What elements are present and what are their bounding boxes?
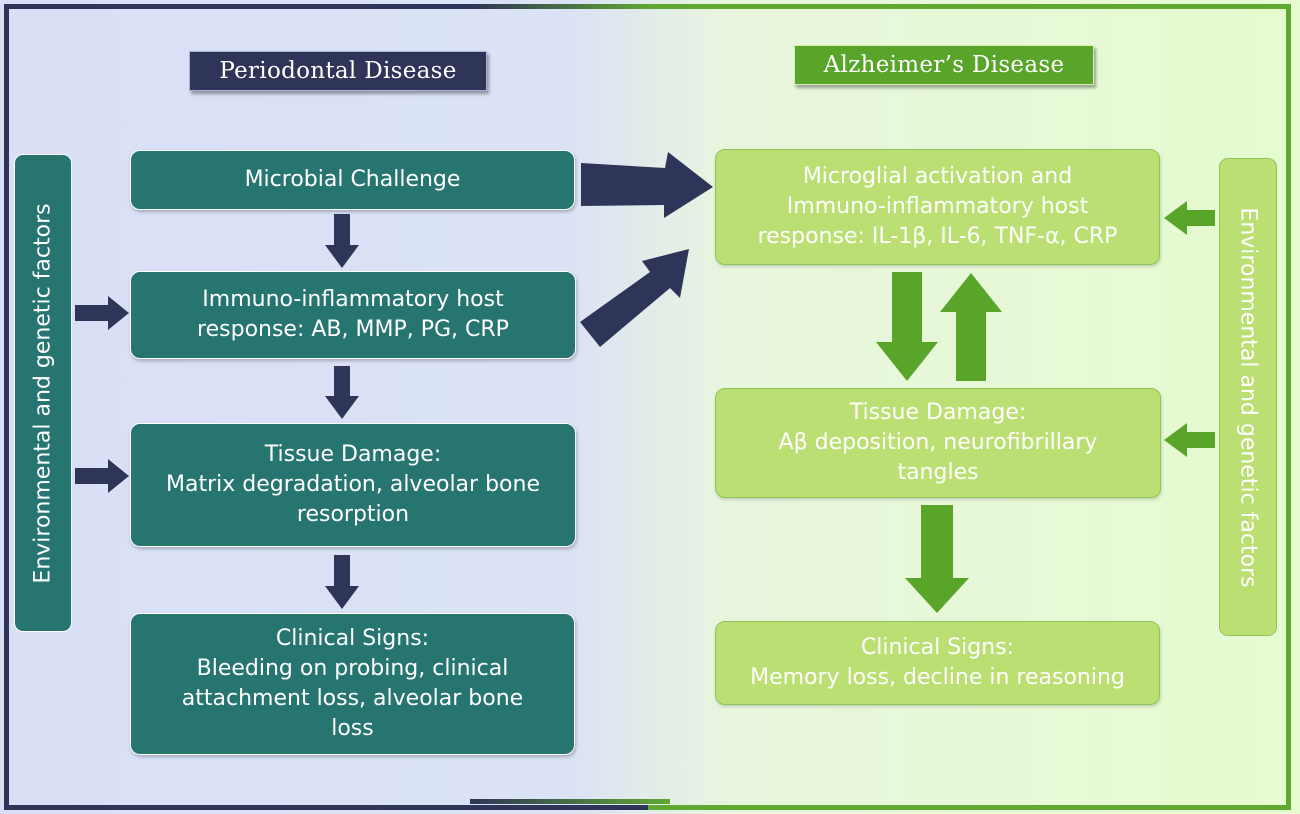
left-environmental-factors: Environmental and genetic factors [14,154,72,632]
pd-microbial-challenge: Microbial Challenge [130,150,575,210]
pd-immuno-response: Immuno-inflammatory host response: AB, M… [130,271,576,359]
periodontal-title: Periodontal Disease [189,51,487,91]
pd-tissue-text: Tissue Damage: Matrix degradation, alveo… [166,442,540,527]
ad-clinical-signs: Clinical Signs: Memory loss, decline in … [715,621,1160,705]
pd-tissue-damage: Tissue Damage: Matrix degradation, alveo… [130,423,576,547]
ad-tissue-damage: Tissue Damage: Aβ deposition, neurofibri… [715,388,1161,498]
right-environmental-label: Environmental and genetic factors [1235,206,1261,588]
frame-bottom-blend [470,799,670,804]
ad-clinical-text: Clinical Signs: Memory loss, decline in … [750,635,1125,690]
alzheimers-title: Alzheimer’s Disease [794,45,1094,85]
pd-clinical-text: Clinical Signs: Bleeding on probing, cli… [181,626,524,741]
pd-immuno-text: Immuno-inflammatory host response: AB, M… [197,287,509,342]
right-frame [648,4,1291,810]
right-environmental-factors: Environmental and genetic factors [1219,158,1277,636]
ad-tissue-text: Tissue Damage: Aβ deposition, neurofibri… [778,400,1098,485]
pd-microbial-text: Microbial Challenge [244,167,461,192]
ad-microglial-activation: Microglial activation and Immuno-inflamm… [715,149,1160,265]
ad-microglial-text: Microglial activation and Immuno-inflamm… [757,164,1118,249]
pd-clinical-signs: Clinical Signs: Bleeding on probing, cli… [130,613,575,755]
left-environmental-label: Environmental and genetic factors [30,202,56,584]
